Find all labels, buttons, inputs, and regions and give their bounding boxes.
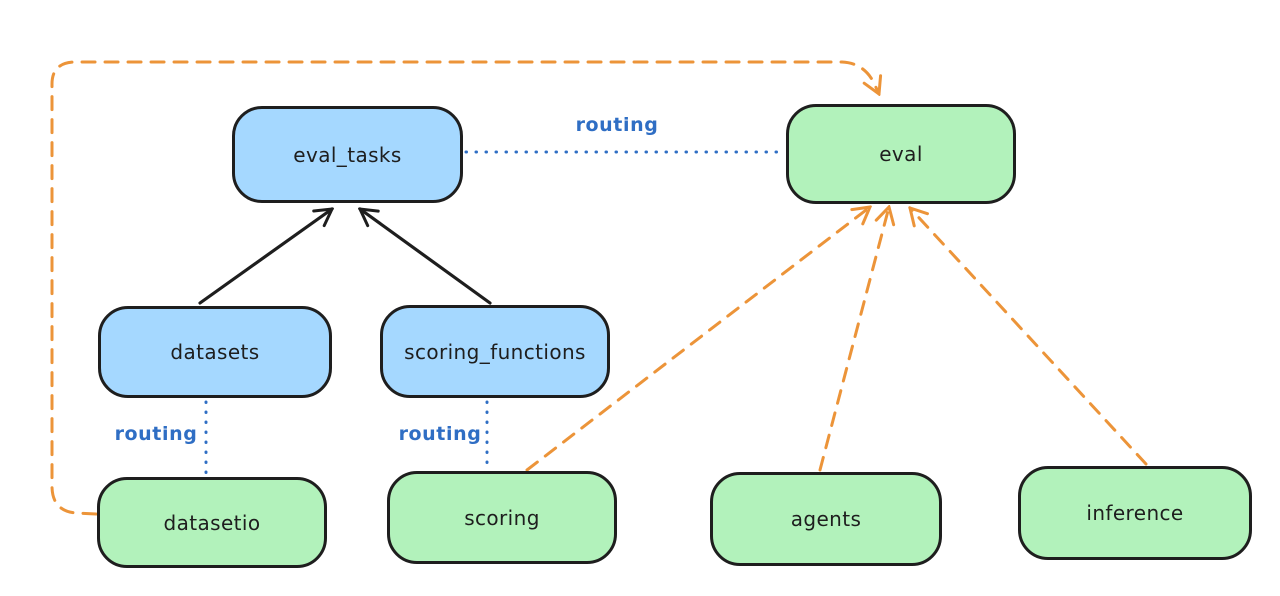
routing-label-eval-tasks-eval: routing — [575, 114, 659, 136]
edge-agents-to-eval — [818, 207, 889, 472]
node-label: datasetio — [163, 510, 261, 535]
edge-inference-to-eval — [910, 208, 1148, 466]
node-label: eval_tasks — [293, 142, 402, 167]
node-eval-tasks: eval_tasks — [232, 106, 463, 203]
node-label: datasets — [170, 340, 260, 364]
node-scoring-functions: scoring_functions — [380, 305, 610, 398]
routing-label-datasets-datasetio: routing — [114, 423, 198, 445]
node-label: eval — [879, 142, 923, 166]
node-inference: inference — [1018, 466, 1252, 560]
edge-datasetio-to-eval — [50, 60, 879, 516]
edge-scoring-functions-to-eval-tasks — [360, 209, 492, 305]
edge-datasets-to-eval-tasks — [198, 209, 332, 305]
node-scoring: scoring — [387, 471, 617, 564]
node-label: inference — [1086, 501, 1184, 525]
node-datasetio: datasetio — [97, 477, 327, 568]
routing-label-scoring-functions-scoring: routing — [398, 423, 482, 445]
node-datasets: datasets — [98, 306, 332, 398]
node-label: agents — [790, 507, 862, 531]
node-eval: eval — [786, 104, 1016, 204]
node-label: scoring_functions — [404, 339, 586, 364]
node-agents: agents — [710, 472, 942, 566]
node-label: scoring — [464, 505, 540, 530]
edge-scoring-to-eval — [525, 207, 870, 472]
